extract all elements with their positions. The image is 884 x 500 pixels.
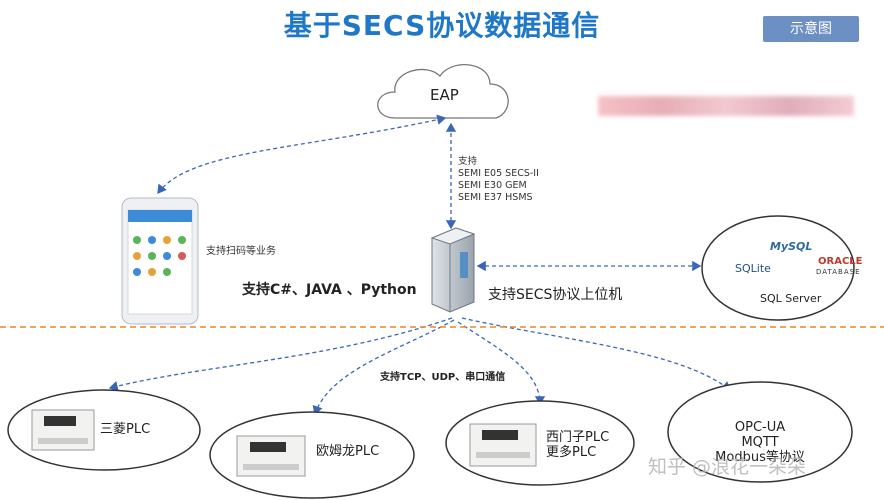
protocol-item: MQTT [741,435,779,450]
db-sqlite: SQLite [735,262,771,275]
arrow-phone-eap [157,114,447,195]
plc-name: 西门子PLC [546,430,610,445]
plc-name: 欧姆龙PLC [316,444,380,459]
protocol-item: Modbus等协议 [715,450,805,465]
db-mysql: MySQL [770,240,813,253]
protocol-line: SEMI E37 HSMS [458,192,533,203]
watermark: 知乎 @浪花一朵朵 [648,456,807,478]
protocol-line: SEMI E30 GEM [458,180,527,191]
languages-label: 支持C#、JAVA 、Python [242,282,417,298]
schematic-badge: 示意图 [763,16,859,42]
protocol-group [667,381,853,483]
arrow-server-plc2 [312,319,455,416]
db-oracle: ORACLE [818,256,863,267]
phone-icon [121,197,199,325]
database-group [701,215,855,321]
db-oracle-sub: DATABASE [816,268,861,276]
protocol-item: OPC-UA [734,420,786,435]
protocol-line: SEMI E05 SECS-II [458,168,539,179]
plc-device-icon [469,423,537,467]
blurred-redaction [598,96,854,116]
plc-label-mitsubishi: 三菱PLC [100,422,150,437]
protocol-list: OPC-UA MQTT Modbus等协议 [700,420,820,465]
plc-device-icon [31,409,95,451]
plc-label-omron: 欧姆龙PLC [316,444,379,459]
protocol-heading: 支持 [458,156,478,167]
comm-label: 支持TCP、UDP、串口通信 [380,372,506,383]
arrow-server-plc3 [457,321,546,406]
db-sqlserver: SQL Server [760,292,822,305]
plc-label-siemens: 西门子PLC 更多PLC [546,430,609,460]
protocol-support: 支持 SEMI E05 SECS-II SEMI E30 GEM SEMI E3… [458,156,539,204]
server-icon [430,227,476,313]
plc-device-icon [236,435,306,477]
host-label: 支持SECS协议上位机 [488,287,623,303]
phone-label: 支持扫码等业务 [206,246,276,257]
plc-name: 三菱PLC [100,422,151,437]
plc-name: 更多PLC [546,445,597,460]
eap-label: EAP [430,86,459,104]
arrow-server-plc1 [108,317,453,392]
arrow-server-protocols [461,317,732,391]
diagram-title: 基于SECS协议数据通信 [283,9,601,42]
eap-cloud [377,64,509,119]
